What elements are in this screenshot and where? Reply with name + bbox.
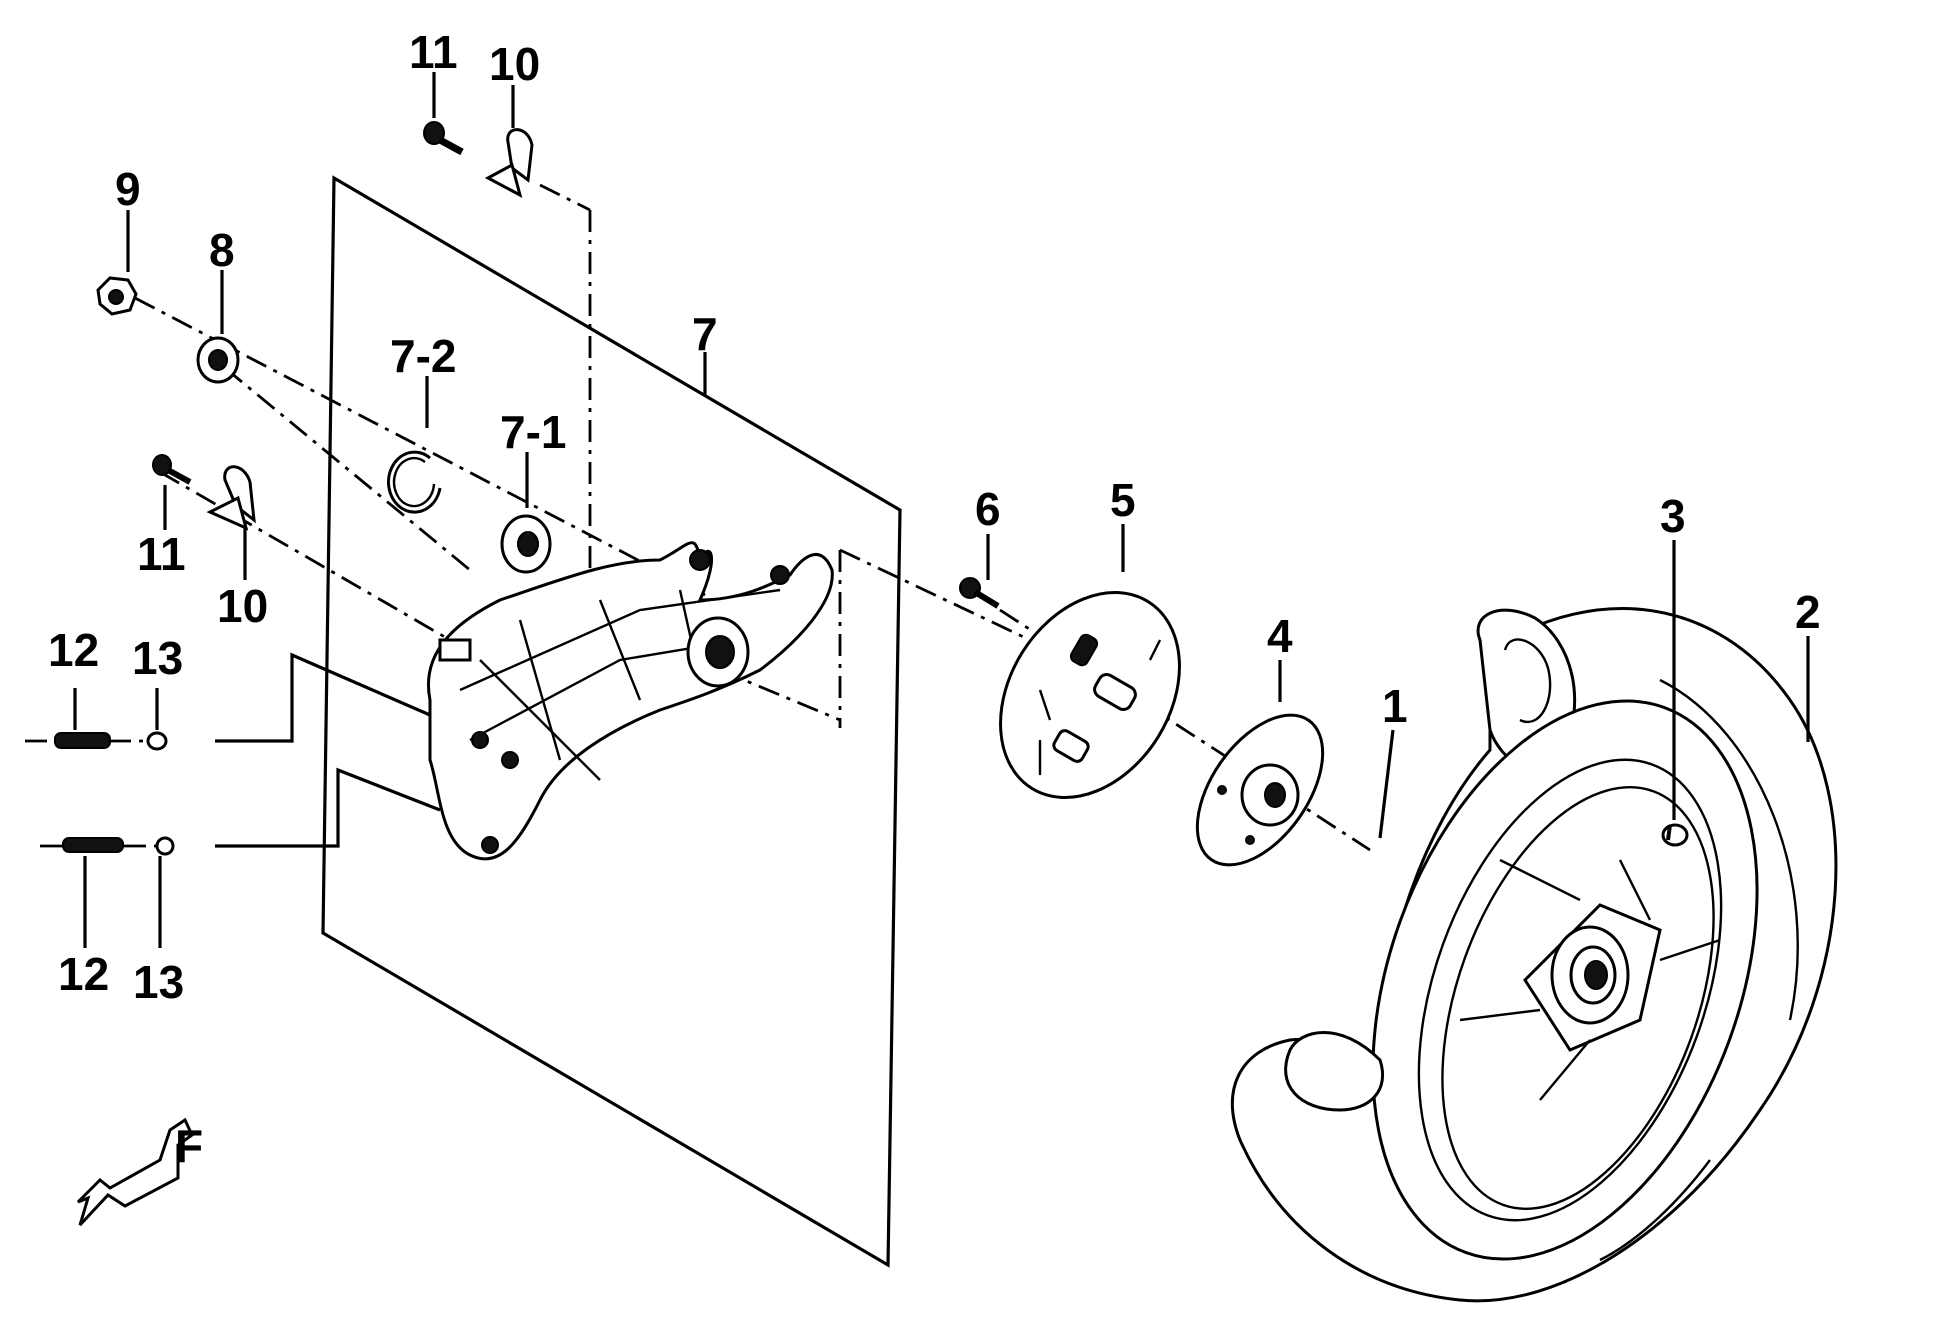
part-12-bottom-bolt	[62, 837, 124, 853]
callout-2: 2	[1795, 586, 1821, 638]
part-11-top-bolt	[423, 121, 464, 156]
part-6-screw	[959, 577, 1000, 609]
direction-arrow-icon: F	[76, 1117, 203, 1227]
callout-8: 8	[209, 224, 235, 276]
callout-13-bottom: 13	[133, 956, 184, 1008]
callout-12-top: 12	[48, 624, 99, 676]
callout-10-top: 10	[489, 38, 540, 90]
part-9-nut	[96, 276, 138, 316]
part-3-valve	[1661, 823, 1689, 847]
part-13-bottom-washer	[155, 836, 175, 856]
callout-11-mid: 11	[137, 528, 186, 580]
subassembly-frame	[321, 175, 902, 1268]
callout-7-1: 7-1	[500, 406, 566, 458]
part-7-2-snap-ring	[387, 450, 442, 514]
callout-10-mid: 10	[217, 580, 268, 632]
part-5-plate	[999, 591, 1181, 799]
callout-9: 9	[115, 163, 141, 215]
fastener-leaders	[215, 652, 441, 848]
part-10-top-clamp	[484, 128, 534, 198]
callout-6: 6	[975, 483, 1001, 535]
callout-5: 5	[1110, 474, 1136, 526]
part-11-mid-bolt	[152, 454, 192, 485]
callout-leaders	[73, 72, 1810, 948]
callout-labels: 11 10 9 8 7-2 7-1 7 11 10 12 13 12 13 6 …	[48, 26, 1821, 1008]
part-1-rim	[1284, 699, 1759, 1261]
callout-7-2: 7-2	[390, 330, 456, 382]
callout-12-bottom: 12	[58, 948, 109, 1000]
callout-7: 7	[692, 308, 718, 360]
direction-mark-text: F	[175, 1120, 203, 1172]
callout-1: 1	[1382, 680, 1408, 732]
part-7-swing-arm	[427, 541, 834, 861]
callout-4: 4	[1267, 610, 1293, 662]
part-4-hub	[1195, 713, 1325, 867]
part-13-top-washer	[146, 731, 168, 751]
callout-11-top: 11	[409, 26, 458, 78]
callout-3: 3	[1660, 490, 1686, 542]
part-8-bearing	[196, 336, 240, 384]
part-12-top-bolt	[54, 732, 111, 749]
callout-13-top: 13	[132, 632, 183, 684]
part-10-mid-clamp	[206, 465, 256, 531]
part-7-1-bearing	[500, 514, 552, 574]
